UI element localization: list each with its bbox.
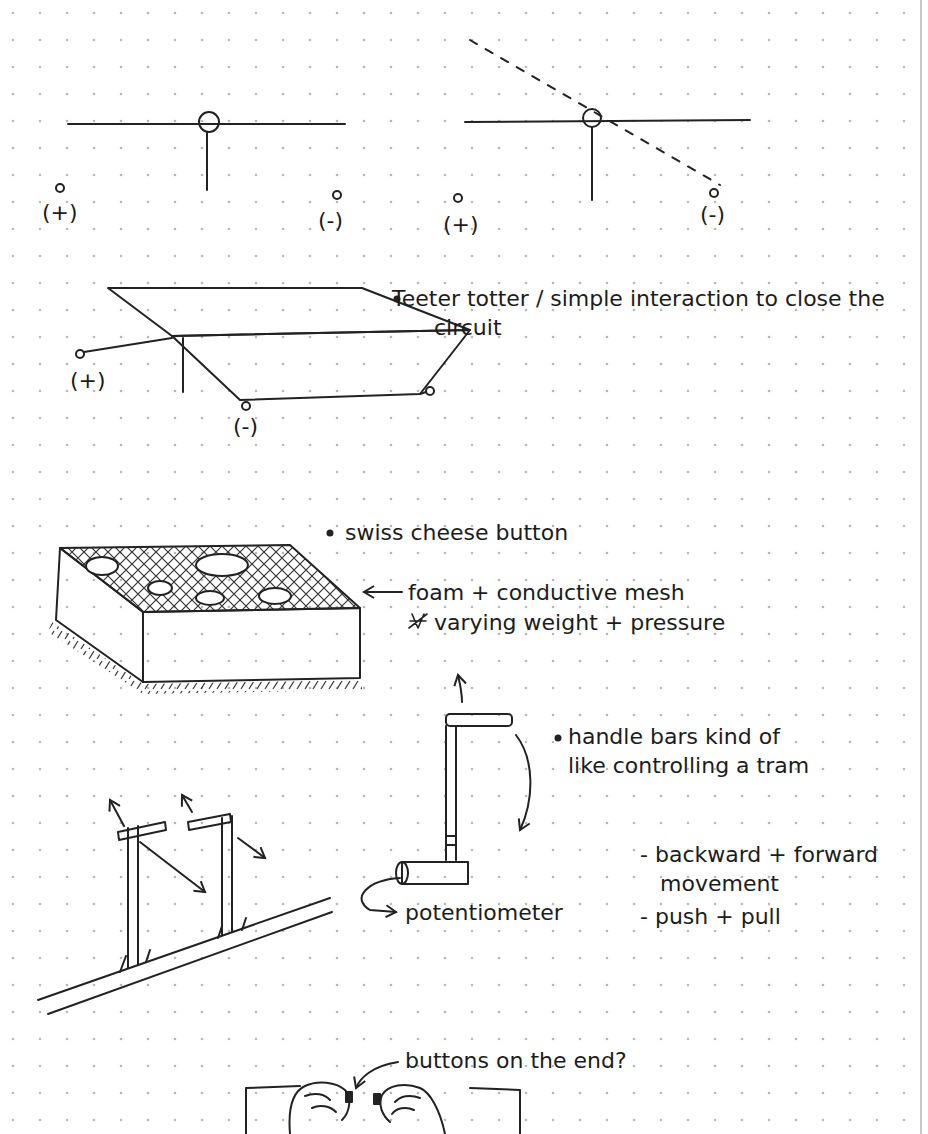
handle-bar-sketch xyxy=(445,726,447,860)
handle-bars-pair-sketch xyxy=(182,795,192,812)
teeter-totter-sketch xyxy=(420,392,426,394)
handwritten-note: handle bars kind of like controlling a t… xyxy=(568,722,818,780)
foam-button-sketch xyxy=(48,531,427,695)
handwritten-note: potentiometer xyxy=(405,898,563,927)
teeter-totter-sketch xyxy=(426,387,434,395)
handle-bars-pair-sketch xyxy=(110,800,124,826)
tilted-switch-sketch xyxy=(454,40,750,202)
hands-sketch xyxy=(470,1088,520,1134)
handle-bar-sketch xyxy=(556,736,561,741)
handwritten-note: (+) xyxy=(443,210,479,239)
switch-sketch xyxy=(206,132,208,190)
foam-button-sketch xyxy=(60,545,360,612)
foam-button-sketch xyxy=(364,591,402,593)
teeter-totter-sketch xyxy=(84,338,172,352)
sketch-illustration xyxy=(38,40,750,1134)
tilted-switch-sketch xyxy=(710,189,718,197)
handwritten-note: swiss cheese button xyxy=(345,518,568,547)
foam-button-sketch xyxy=(143,608,360,682)
handle-bar-sketch xyxy=(458,675,462,702)
hands-sketch xyxy=(346,1092,352,1102)
hands-sketch xyxy=(246,1086,300,1134)
tilted-switch-sketch xyxy=(583,109,601,127)
tilted-switch-sketch xyxy=(591,127,593,200)
foam-button-sketch xyxy=(148,581,172,595)
handwritten-note: Teeter totter / simple interaction to cl… xyxy=(392,284,914,342)
handwritten-note: - push + pull xyxy=(640,902,781,931)
hands-sketch xyxy=(380,1085,445,1134)
hands-sketch xyxy=(305,1094,336,1112)
handle-bars-pair-sketch xyxy=(120,918,246,972)
tilted-switch-sketch xyxy=(454,194,462,202)
hands-sketch xyxy=(290,1083,350,1134)
teeter-totter-sketch xyxy=(242,402,250,410)
handle-bar-sketch xyxy=(455,726,457,860)
handle-bar-sketch xyxy=(446,835,456,837)
switch-sketch xyxy=(199,112,219,132)
switch-sketch xyxy=(56,184,64,192)
hands-sketch xyxy=(356,1062,398,1088)
handwritten-note: varying weight + pressure xyxy=(434,608,725,637)
handle-bars-pair-sketch xyxy=(140,842,205,892)
handle-bar-sketch xyxy=(446,844,456,846)
handwritten-note: (+) xyxy=(42,198,78,227)
handle-bar-sketch xyxy=(362,878,400,912)
handwritten-note: - backward + forward movement xyxy=(640,840,898,898)
switch-sketch xyxy=(56,112,345,199)
handle-bar-sketch xyxy=(446,714,512,726)
hands-sketch xyxy=(392,1096,420,1114)
foam-button-sketch xyxy=(48,622,143,694)
handwritten-note: foam + conductive mesh xyxy=(408,578,685,607)
handle-bars-pair-sketch xyxy=(127,828,129,968)
handle-bar-sketch xyxy=(362,675,561,912)
teeter-totter-sketch xyxy=(76,350,84,358)
foam-button-sketch xyxy=(143,680,362,694)
foam-button-sketch xyxy=(409,614,427,628)
handle-bars-pair-sketch xyxy=(137,826,139,965)
handle-bars-pair-sketch xyxy=(221,818,223,935)
handle-bar-sketch xyxy=(396,862,408,884)
foam-button-sketch xyxy=(196,591,224,605)
handwritten-note: (-) xyxy=(233,412,258,441)
tilted-switch-sketch xyxy=(465,120,750,122)
foam-button-sketch xyxy=(328,531,333,536)
handwritten-note: (-) xyxy=(700,200,725,229)
teeter-totter-sketch xyxy=(182,338,184,392)
handle-bars-pair-sketch xyxy=(188,814,231,830)
handwritten-note: (+) xyxy=(70,366,106,395)
handle-bars-pair-sketch xyxy=(48,912,332,1014)
handle-bars-pair-sketch xyxy=(231,816,233,932)
handle-bar-sketch xyxy=(402,862,468,884)
handwritten-note: (-) xyxy=(318,206,343,235)
handle-bars-pair-sketch xyxy=(38,795,332,1014)
teeter-totter-sketch xyxy=(172,330,470,400)
handle-bars-pair-sketch xyxy=(118,822,166,840)
handwritten-note: buttons on the end? xyxy=(405,1046,710,1075)
switch-sketch xyxy=(68,123,345,125)
foam-button-sketch xyxy=(196,554,248,576)
tilted-switch-sketch xyxy=(470,40,720,185)
handle-bars-pair-sketch xyxy=(238,838,265,858)
page-edge xyxy=(920,0,922,1134)
handle-bar-sketch xyxy=(516,735,530,830)
foam-button-sketch xyxy=(259,588,291,604)
handle-bars-pair-sketch xyxy=(38,898,330,1000)
switch-sketch xyxy=(333,191,341,199)
foam-button-sketch xyxy=(86,557,118,575)
hands-sketch xyxy=(374,1094,380,1104)
